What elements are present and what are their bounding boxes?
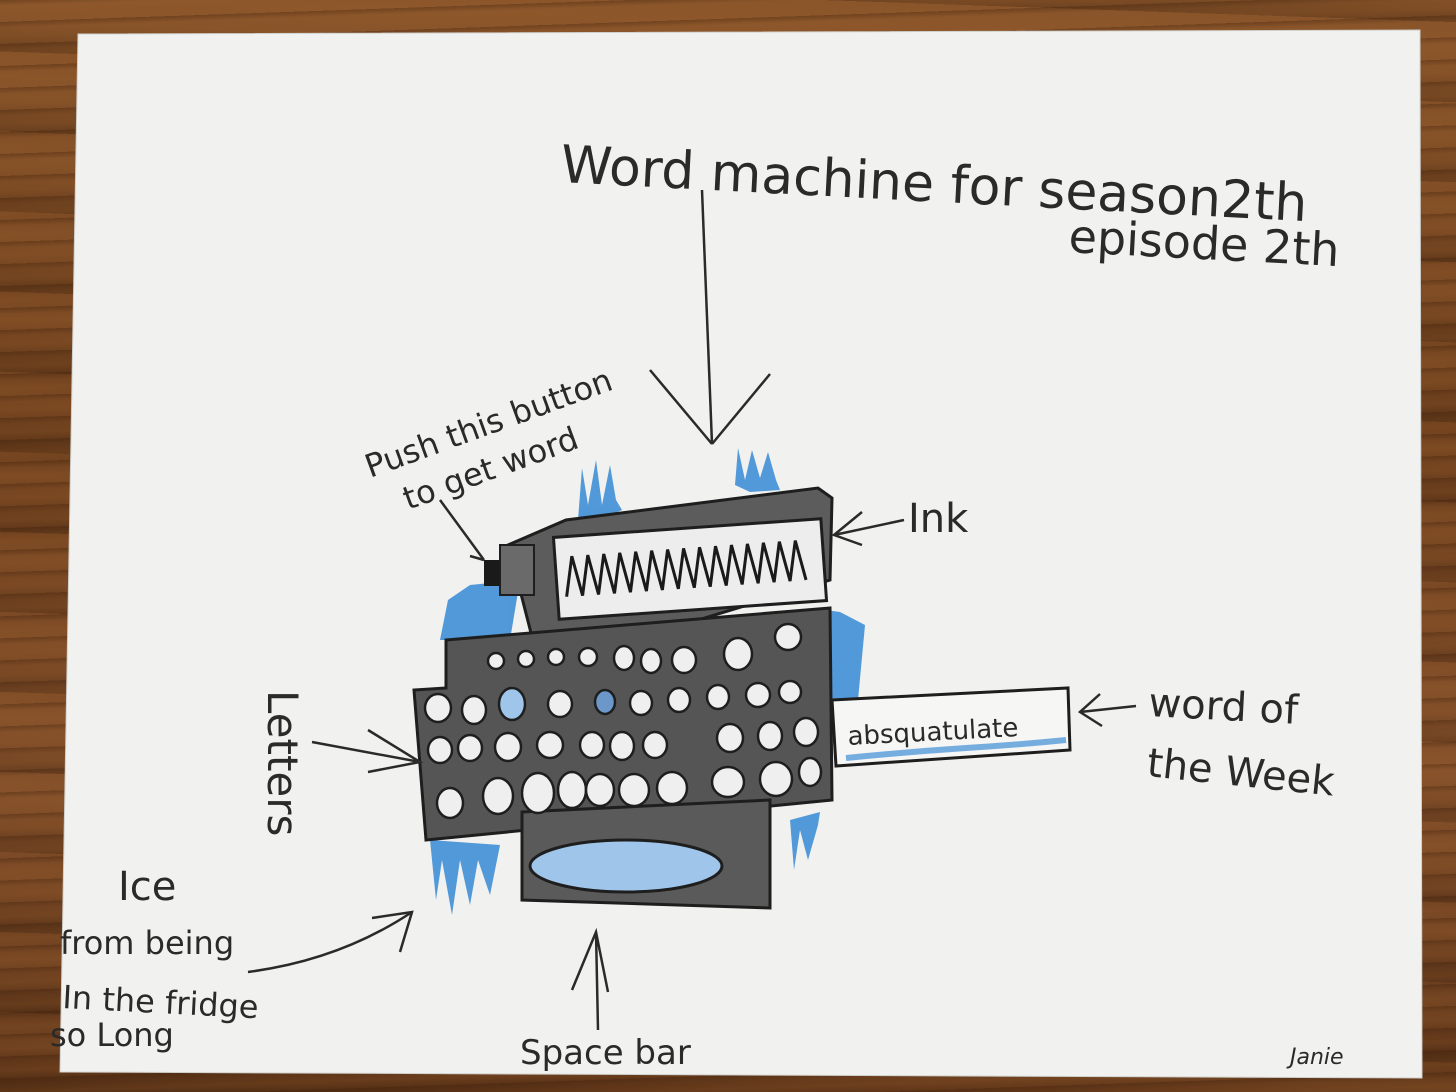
ice-drips-bottom [430,812,820,915]
key[interactable] [497,686,527,722]
ice-label-2: from being [60,924,234,962]
ice-label-4: so Long [50,1016,174,1054]
key[interactable] [520,771,556,815]
word-of-week-label-1: word of [1147,680,1300,734]
ink-arrow [831,511,905,547]
key[interactable] [556,770,588,810]
key[interactable] [670,645,698,675]
machine-carriage [506,486,834,670]
push-button-arrow [438,499,486,562]
key[interactable] [577,646,599,668]
ice-arrow [247,910,414,974]
key[interactable] [758,760,794,798]
key[interactable] [641,730,669,760]
word-of-week-arrow [1077,693,1137,728]
key[interactable] [423,692,453,724]
key[interactable] [655,770,689,806]
key[interactable] [456,733,484,763]
ink-label: Ink [908,496,969,542]
letters-label: Letters [258,690,307,836]
key[interactable] [584,772,616,808]
key[interactable] [546,689,574,719]
title-arrow [649,189,771,445]
key[interactable] [705,683,731,711]
signature: Janie [1286,1045,1344,1070]
key[interactable] [612,644,636,672]
key[interactable] [535,730,565,760]
key[interactable] [608,730,636,762]
key[interactable] [792,716,820,748]
key[interactable] [666,686,692,714]
key[interactable] [710,765,746,799]
key[interactable] [756,720,784,752]
key[interactable] [481,776,515,816]
key[interactable] [435,786,465,820]
key[interactable] [460,694,488,726]
space-bar-label: Space bar [520,1033,691,1073]
key[interactable] [546,647,566,667]
key[interactable] [426,735,454,765]
key[interactable] [722,636,754,672]
key[interactable] [593,688,617,716]
space-bar[interactable] [528,838,724,894]
letters-arrow [311,728,424,774]
ink-scribble [565,540,808,597]
key[interactable] [744,681,772,709]
key[interactable] [639,647,663,675]
key[interactable] [628,689,654,717]
key[interactable] [617,772,651,808]
key[interactable] [797,756,823,788]
word-display-panel: absquatulate [830,686,1072,768]
key[interactable] [486,651,506,671]
key[interactable] [516,649,536,669]
key[interactable] [578,730,606,760]
keyboard-keys [423,622,823,820]
key[interactable] [715,722,745,754]
space-bar-arrow [570,927,610,1031]
ice-label-1: Ice [118,864,176,910]
key[interactable] [773,622,803,652]
key[interactable] [777,679,803,705]
key[interactable] [493,731,523,763]
